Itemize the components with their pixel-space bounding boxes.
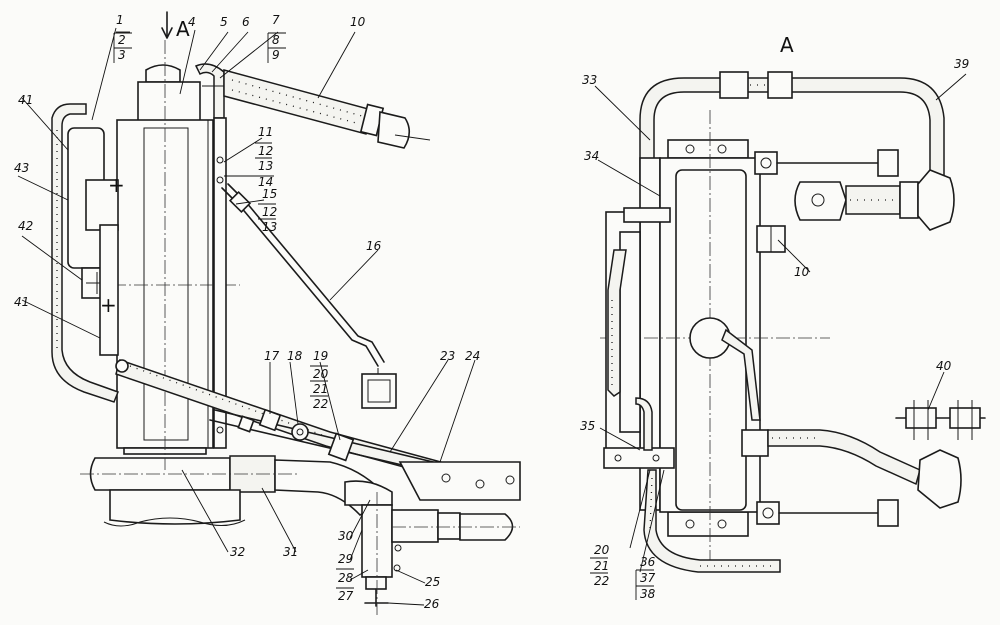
label-33: 33: [582, 73, 597, 87]
label-21: 21: [313, 382, 328, 396]
view-arrow: [161, 11, 173, 39]
label-41b: 41: [14, 295, 29, 309]
right-leaders: [594, 73, 967, 573]
view-label: A: [780, 33, 794, 57]
lower-right-hose: [767, 429, 962, 509]
expansion-tank: + +: [51, 103, 129, 403]
svg-text:+: +: [108, 173, 125, 197]
label-18: 18: [287, 349, 303, 363]
connector-block-40: [895, 400, 986, 440]
label-29: 29: [338, 552, 353, 566]
label-3: 3: [118, 48, 126, 62]
label-34: 34: [584, 149, 599, 163]
right-view: A: [580, 33, 986, 601]
exhaust-pipe: [80, 455, 392, 527]
svg-text:+: +: [100, 293, 117, 317]
label-9: 9: [272, 48, 280, 62]
label-20: 20: [313, 367, 329, 381]
label-42: 42: [18, 219, 33, 233]
label-38: 38: [640, 587, 656, 601]
lower-valve-assembly: [344, 480, 520, 615]
label-11: 11: [258, 125, 273, 139]
label-2: 2: [118, 33, 126, 47]
label-14: 14: [258, 175, 273, 189]
label-27: 27: [338, 589, 354, 603]
label-41a: 41: [18, 93, 33, 107]
label-31: 31: [283, 545, 298, 559]
label-37: 37: [640, 571, 656, 585]
upper-right-hose: [794, 169, 955, 231]
label-35: 35: [580, 419, 595, 433]
label-28: 28: [338, 571, 354, 585]
label-23: 23: [440, 349, 455, 363]
diagonal-hose: [115, 359, 521, 501]
label-32: 32: [230, 545, 245, 559]
label-13a: 13: [258, 159, 273, 173]
label-39: 39: [954, 57, 969, 71]
label-25: 25: [425, 575, 440, 589]
label-20-right: 20: [594, 543, 610, 557]
rod-16: [221, 183, 397, 409]
right-side-tank: [603, 207, 675, 469]
label-1: 1: [116, 13, 124, 27]
label-22: 22: [313, 397, 328, 411]
label-12a: 12: [258, 144, 273, 158]
label-5: 5: [220, 15, 228, 29]
label-10-right: 10: [794, 265, 810, 279]
fittings: [741, 149, 899, 527]
label-6: 6: [242, 15, 250, 29]
label-19: 19: [313, 349, 328, 363]
bottom-hose: [643, 469, 781, 573]
label-24: 24: [465, 349, 480, 363]
label-36: 36: [640, 555, 656, 569]
label-4: 4: [188, 15, 196, 29]
label-26: 26: [424, 597, 440, 611]
label-43: 43: [14, 161, 29, 175]
label-16: 16: [366, 239, 382, 253]
upper-hose-10: [223, 69, 431, 149]
arrow-label: A: [176, 17, 190, 41]
label-21-right: 21: [594, 559, 609, 573]
label-30: 30: [338, 529, 354, 543]
label-22-right: 22: [594, 574, 609, 588]
side-bracket: [213, 117, 227, 449]
label-17: 17: [264, 349, 280, 363]
label-40: 40: [936, 359, 952, 373]
label-12b: 12: [262, 205, 277, 219]
label-10: 10: [350, 15, 366, 29]
label-7: 7: [272, 13, 280, 27]
label-13b: 13: [262, 220, 277, 234]
label-8: 8: [272, 33, 280, 47]
left-view: + + A: [14, 11, 521, 615]
label-15: 15: [262, 187, 277, 201]
